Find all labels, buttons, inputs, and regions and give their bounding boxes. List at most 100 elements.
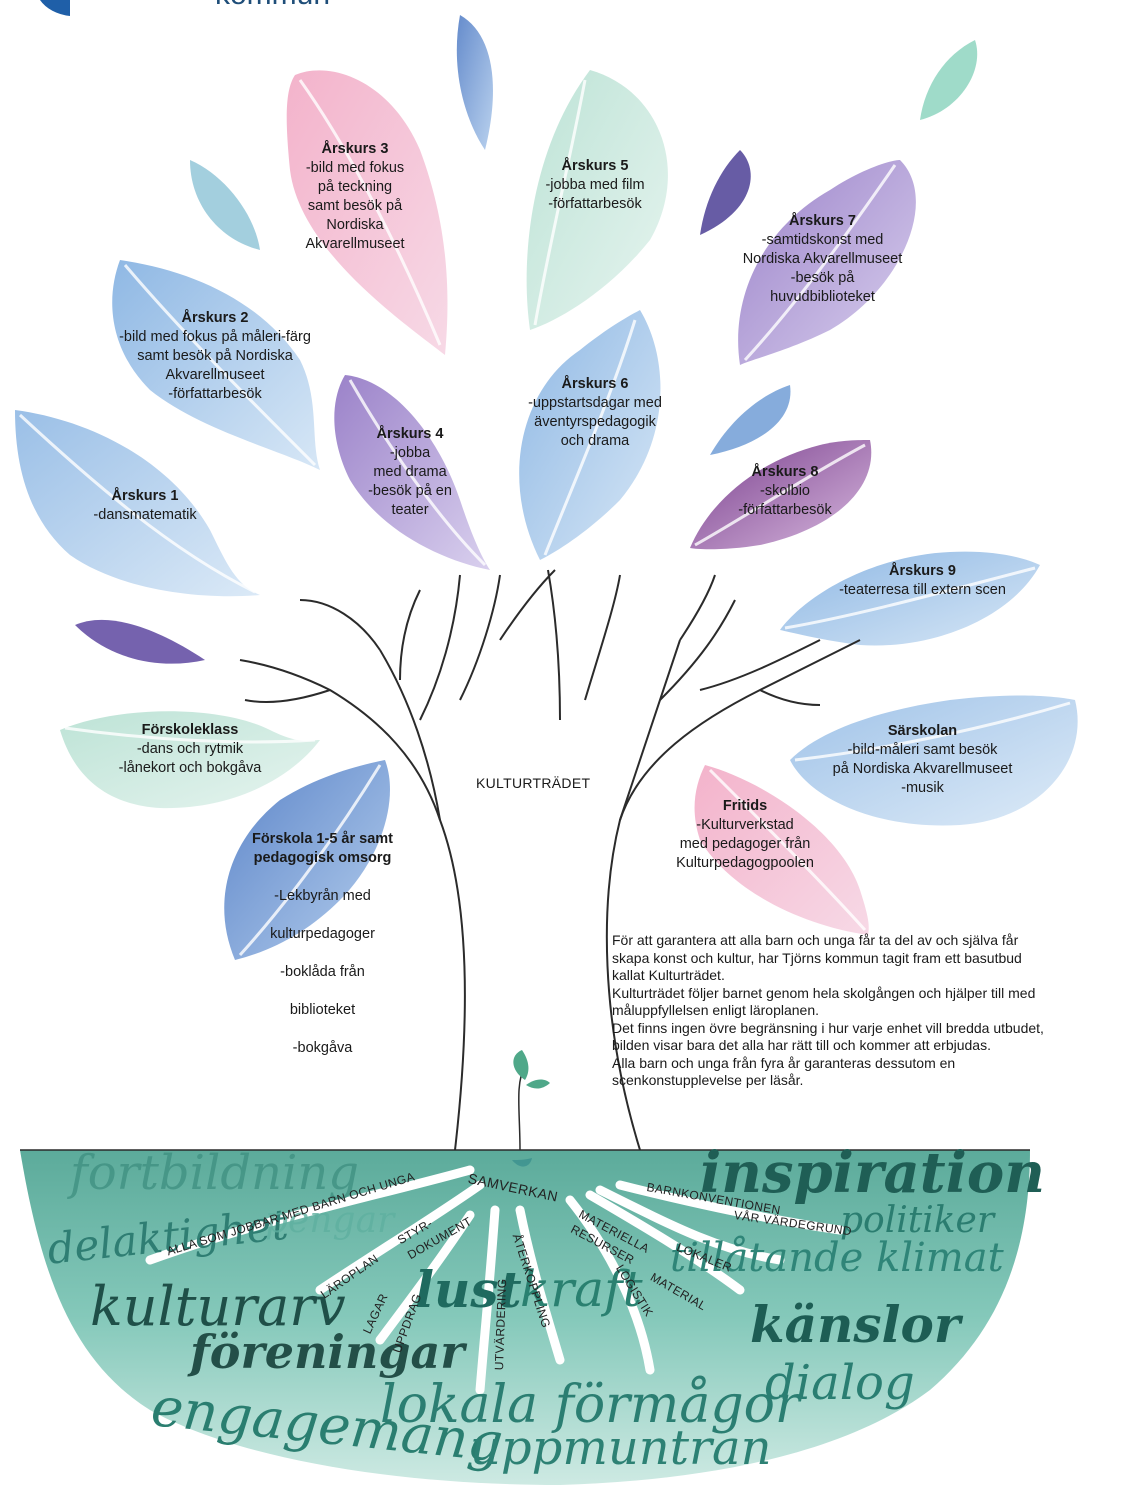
leaf-line: -besök på en [368,483,452,499]
leaf-line: biblioteket [289,1002,356,1018]
leaf-line: Akvarellmuseet [305,236,405,252]
leaf-line: äventyrspedagogik [534,414,656,430]
leaf-title: Årskurs 9 [889,563,956,579]
ground-word: tillåtande klimat [670,1235,1004,1281]
ground-word: inspiration [700,1140,1045,1206]
leaf-label-ak7: Årskurs 7 -samtidskonst med Nordiska Akv… [720,212,925,307]
leaf-sar [790,695,1078,826]
leaf-line: -bild med fokus på måleri-färg [119,329,311,345]
ground-word: kulturarv [90,1275,346,1338]
leaf-title: Årskurs 8 [751,464,819,480]
leaf-label-ak1: Årskurs 1 -dansmatematik [80,487,210,525]
description-line: För att garantera att alla barn och unga… [612,932,1019,948]
ground-word: känslor [750,1295,961,1354]
leaf-label-ak4: Årskurs 4 -jobba med drama -besök på en … [350,425,470,520]
leaf-line: med drama [373,464,447,480]
description-line: Alla barn och unga från fyra år garanter… [612,1054,956,1071]
leaf-ak1 [15,410,260,597]
leaf-title: Särskolan [887,723,958,739]
ground-word: lokala förmågor [380,1375,800,1435]
ground-word: politiker [840,1200,995,1241]
leaf-line: -musik [901,780,944,796]
leaves-group [15,15,1078,960]
leaf-line: -författarbesök [738,502,832,518]
leaf-line: -Lekbyrån med [274,888,371,904]
leaf-label-sar: Särskolan -bild-måleri samt besök på Nor… [800,722,1045,798]
leaf-line: kulturpedagoger [270,926,375,942]
leaf-label-ak9: Årskurs 9 -teaterresa till extern scen [815,562,1030,600]
ground-word: kraft [520,1260,643,1318]
description-paragraph: För att garantera att alla barn och unga… [612,932,1122,1090]
leaf-line: Nordiska [326,217,384,233]
leaf-ak4 [334,375,490,570]
leaf-line: -skolbio [760,483,810,499]
roots-group [145,1165,845,1395]
leaf-line: -samtidskonst med [761,232,884,248]
leaf-line: -uppstartsdagar med [528,395,662,411]
description-line: skapa konst och kultur, har Tjörns kommu… [612,949,1022,966]
leaf-title: Årskurs 4 [376,426,444,442]
leaf-title: Fritids [722,798,768,814]
leaf-small-blue-mid [710,385,791,455]
description-line: måluppfyllelsen enligt läroplanen. [612,1002,820,1018]
leaf-title: Förskola 1-5 år samt pedagogisk omsorg [251,831,394,866]
leaf-line: på Nordiska Akvarellmuseet [832,761,1013,777]
leaf-label-ak2: Årskurs 2 -bild med fokus på måleri-färg… [95,309,335,404]
leaf-line: -boklåda från [280,964,365,980]
ground-word: fortbildning [70,1145,359,1201]
ground-word: pengar [265,1200,395,1241]
description-line: scenkonstupplevelse per läsår. [612,1072,804,1088]
leaf-line: Akvarellmuseet [165,367,265,383]
leaf-line: -bokgåva [292,1040,353,1056]
description-line: kallat Kulturträdet. [612,967,725,983]
description-line: Kulturträdet följer barnet genom hela sk… [612,984,1036,1001]
leaf-label-fk: Förskoleklass -dans och rytmik -lånekort… [95,721,285,778]
leaf-line: Kulturpedagogpoolen [676,855,814,871]
leaf-line: -besök på [790,270,855,286]
leaf-label-ak8: Årskurs 8 -skolbio -författarbesök [725,463,845,520]
leaf-line: -författarbesök [168,386,262,402]
leaf-ak5 [526,70,668,330]
leaf-line: -teaterresa till extern scen [839,582,1006,598]
ground-area [20,1150,1030,1485]
leaf-small-purple [700,150,751,235]
leaf-title: Årskurs 7 [789,213,856,229]
leaf-small-teal-topright [920,40,978,120]
leaf-line: -Kulturverkstad [696,817,794,833]
leaf-title: Årskurs 2 [181,310,249,326]
leaf-title: Årskurs 5 [561,158,629,174]
logo-kommun-text: kommun [215,0,330,12]
ground-word: dialog [765,1355,915,1411]
leaf-line: -lånekort och bokgåva [118,760,262,776]
leaf-label-ak5: Årskurs 5 -jobba med film -författarbesö… [520,157,670,214]
leaf-line: Nordiska Akvarellmuseet [742,251,903,267]
tree-drawing [239,569,861,1151]
description-line: bilden visar bara det alla har rätt till… [612,1037,991,1053]
leaf-ak9 [780,551,1040,646]
leaf-label-ak6: Årskurs 6 -uppstartsdagar med äventyrspe… [510,375,680,451]
logo-mark [40,0,70,16]
leaf-line: samt besök på Nordiska [137,348,293,364]
leaf-line: på teckning [317,179,393,195]
leaf-title: Årskurs 1 [111,488,179,504]
leaf-label-fri: Fritids -Kulturverkstad med pedagoger fr… [655,797,835,873]
leaf-title: Årskurs 3 [321,141,389,157]
leaf-fsk [224,760,390,960]
tree-title: KULTURTRÄDET [476,775,591,791]
leaf-line: och drama [560,433,630,449]
leaf-label-fsk: Förskola 1-5 år samt pedagogisk omsorg -… [230,811,415,1077]
leaf-small-lightblue [190,160,260,250]
leaf-line: -dansmatematik [93,507,197,523]
leaf-line: -dans och rytmik [136,741,244,757]
leaf-line: -jobba [389,445,431,461]
leaf-line: -bild med fokus [305,160,405,176]
leaf-small-top-blue [456,15,493,150]
leaf-fri [694,765,869,935]
leaf-line: -bild-måleri samt besök [847,742,998,758]
leaf-line: huvudbiblioteket [770,289,875,305]
leaf-small-purple-left [75,619,205,664]
leaf-title: Förskoleklass [141,722,239,738]
leaf-line: med pedagoger från [679,836,811,852]
ground-word: lust [415,1260,522,1319]
